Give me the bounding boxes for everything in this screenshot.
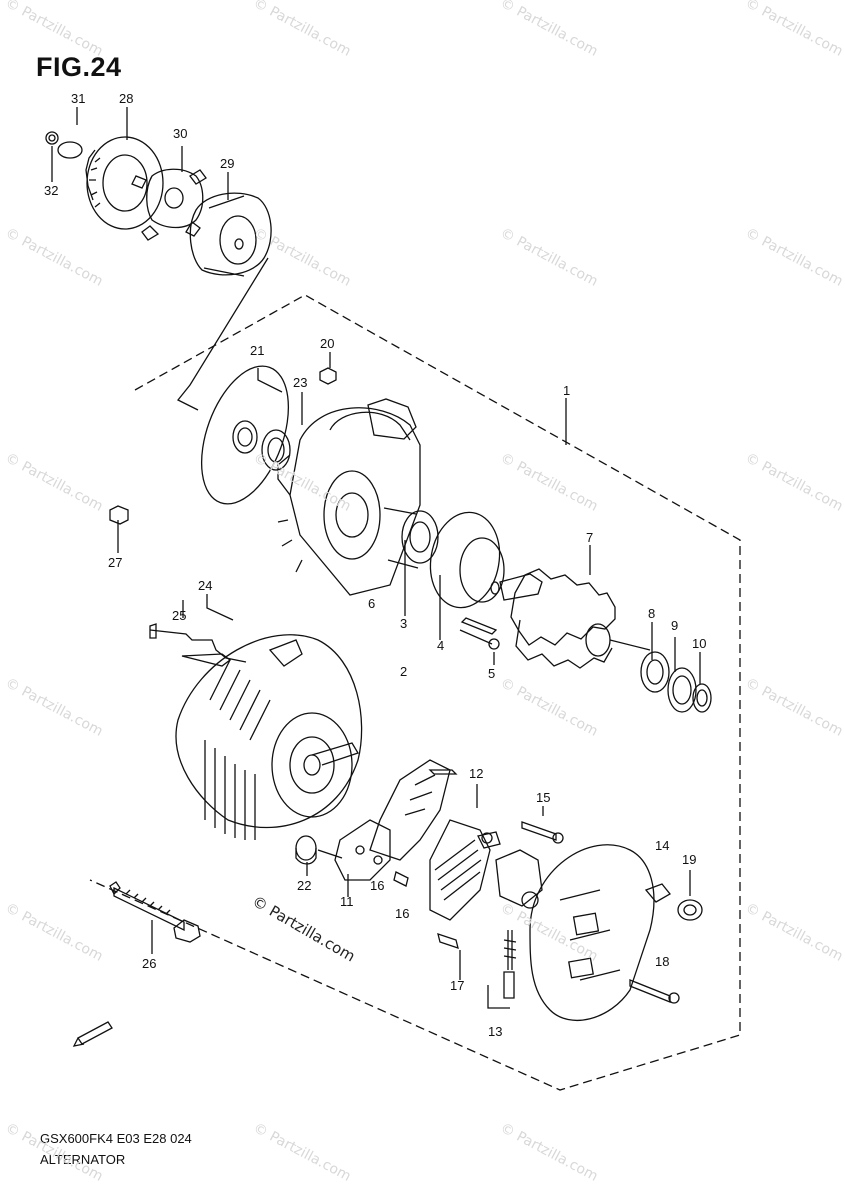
callout-25: 25 (172, 608, 186, 623)
callout-30: 30 (173, 126, 187, 141)
callout-numbers: 1 2 3 4 5 6 7 8 9 10 11 12 13 14 15 16 1… (44, 91, 706, 1039)
callout-7: 7 (586, 530, 593, 545)
model-code: GSX600FK4 E03 E28 024 (40, 1131, 192, 1146)
callout-12: 12 (469, 766, 483, 781)
front-seal-group (109, 365, 337, 525)
callout-26: 26 (142, 956, 156, 971)
figure-name: ALTERNATOR (40, 1152, 126, 1167)
callout-29: 29 (220, 156, 234, 171)
callout-15: 15 (536, 790, 550, 805)
assembly-outline (89, 294, 741, 1091)
callout-9: 9 (671, 618, 678, 633)
callout-17: 17 (450, 978, 464, 993)
callout-6: 6 (368, 596, 375, 611)
callout-14: 14 (655, 838, 669, 853)
screw-17 (437, 933, 459, 949)
callout-8: 8 (648, 606, 655, 621)
rear-cover (529, 844, 703, 1022)
callout-5: 5 (488, 666, 495, 681)
callout-24: 24 (198, 578, 212, 593)
pulley-assembly (45, 131, 272, 277)
callout-4: 4 (437, 638, 444, 653)
callout-27: 27 (108, 555, 122, 570)
callout-16b: 16 (395, 906, 409, 921)
callout-1: 1 (563, 383, 570, 398)
forward-arrow (72, 1021, 113, 1047)
callout-16a: 16 (370, 878, 384, 893)
leader-lines (51, 107, 701, 1009)
callout-11: 11 (340, 894, 354, 909)
rear-frame (149, 623, 363, 865)
callout-13: 13 (488, 1024, 502, 1039)
callout-31: 31 (71, 91, 85, 106)
callout-10: 10 (692, 636, 706, 651)
callout-22: 22 (297, 878, 311, 893)
callout-20: 20 (320, 336, 334, 351)
callout-32: 32 (44, 183, 58, 198)
callout-23: 23 (293, 375, 307, 390)
callout-21: 21 (250, 343, 264, 358)
brush-holder-plate (317, 759, 458, 887)
screw-15 (521, 821, 557, 841)
bearing-retainer (429, 511, 505, 650)
callout-2: 2 (400, 664, 407, 679)
callout-18: 18 (655, 954, 669, 969)
pulley-leader (176, 257, 269, 411)
drive-end-frame (277, 398, 439, 596)
rotor-assembly (490, 568, 712, 713)
callout-28: 28 (119, 91, 133, 106)
callout-19: 19 (682, 852, 696, 867)
figure-title: FIG.24 (36, 52, 122, 82)
regulator (429, 819, 543, 999)
callout-3: 3 (400, 616, 407, 631)
through-bolt (109, 881, 201, 943)
